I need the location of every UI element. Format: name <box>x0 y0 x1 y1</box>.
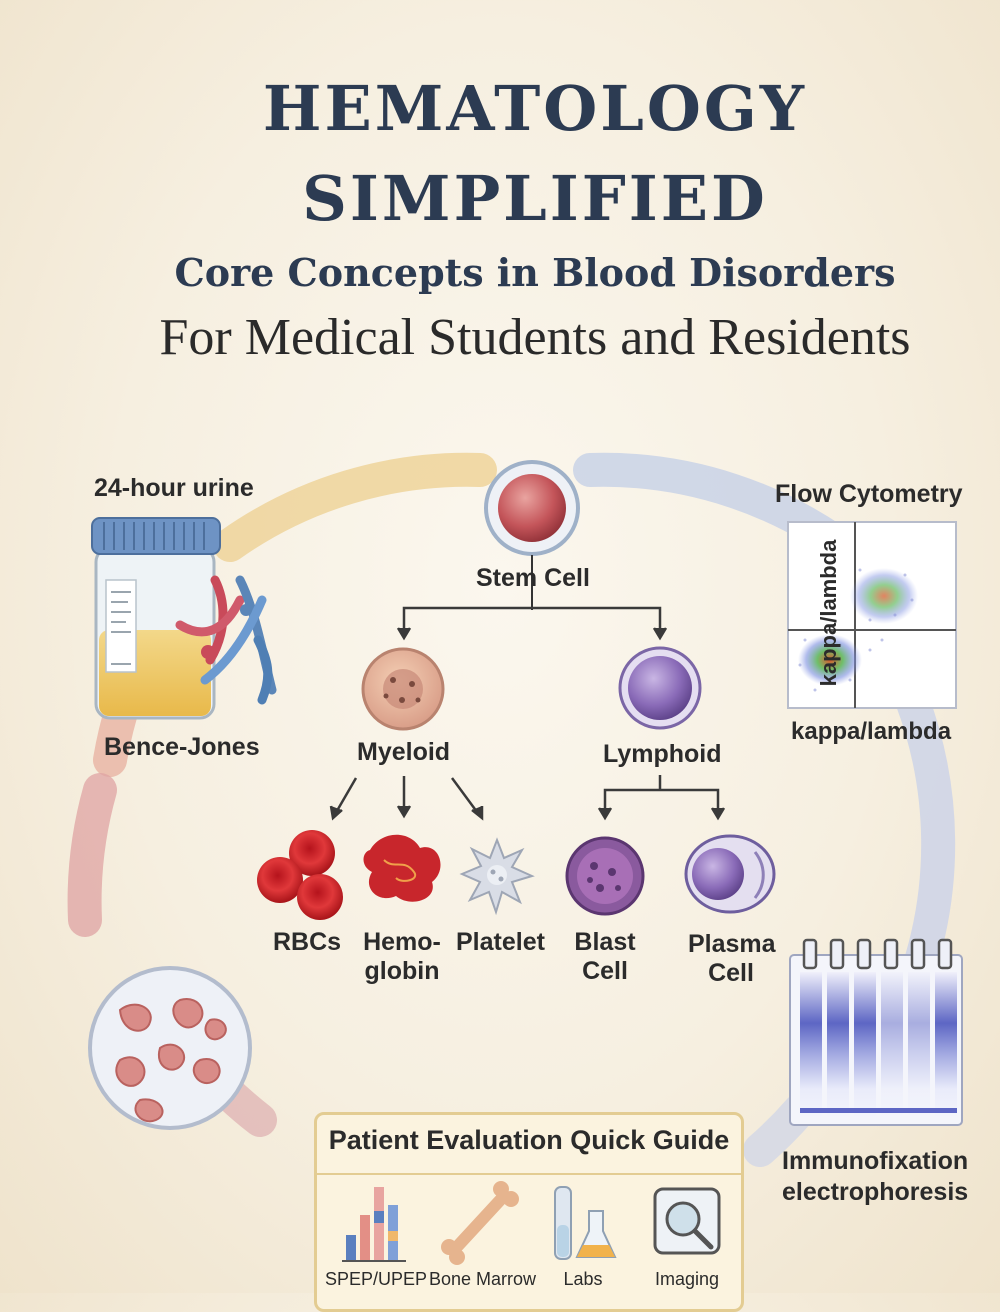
hemoglobin-label-line2: globin <box>364 957 440 985</box>
immunofixation-label: Immunofixation electrophoresis <box>782 1146 968 1208</box>
bone-icon <box>441 1181 519 1265</box>
title-line-2: SIMPLIFIED <box>302 162 768 235</box>
bence-jones-label: Bence-Jones <box>104 733 260 761</box>
guide-item-labs-label: Labs <box>563 1269 603 1289</box>
stem-cell-label: Stem Cell <box>476 564 590 592</box>
imaging-icon <box>653 1187 721 1255</box>
flow-y-axis-label: kappa/lambda <box>816 539 841 687</box>
rbcs-label: RBCs <box>273 928 342 956</box>
plasma-cell-icon <box>684 834 776 914</box>
hemoglobin-label-line1: Hemo- <box>363 928 441 956</box>
plasma-cell-label: Plasma Cell <box>688 930 776 988</box>
platelet-icon <box>459 837 535 916</box>
flask-icon <box>554 1186 617 1260</box>
rbc-icon <box>257 830 343 920</box>
stem-cell-icon <box>484 460 580 610</box>
quick-guide-title: Patient Evaluation Quick Guide <box>328 1125 730 1155</box>
antibody-icon <box>175 575 277 705</box>
urine-label: 24-hour urine <box>94 474 254 502</box>
guide-item-labs: Labs <box>533 1181 633 1290</box>
audience: For Medical Students and Residents <box>159 309 911 366</box>
hemoglobin-label: Hemo- globin <box>362 928 442 986</box>
myeloid-label: Myeloid <box>357 738 451 766</box>
lineage-tree <box>329 606 726 821</box>
guide-item-spep-label: SPEP/UPEP <box>325 1269 428 1289</box>
quick-guide-panel: Patient Evaluation Quick Guide SPEP/UPEP… <box>314 1112 744 1312</box>
bar-chart-icon <box>342 1187 406 1262</box>
plasma-cell-label-line1: Plasma <box>688 930 776 958</box>
flow-x-axis-label: kappa/lambda <box>791 718 952 745</box>
guide-item-bone-marrow-label: Bone Marrow <box>429 1269 537 1289</box>
gel-icon <box>789 938 963 1126</box>
blast-cell-label-line2: Cell <box>582 957 628 985</box>
flow-cytometry-label: Flow Cytometry <box>775 480 963 508</box>
immunofixation-label-line2: electrophoresis <box>782 1178 969 1206</box>
blast-cell-label: Blast Cell <box>570 928 640 986</box>
lymphoid-cell-icon <box>618 646 702 730</box>
blast-cell-label-line1: Blast <box>574 928 636 956</box>
immunofixation-label-line1: Immunofixation <box>782 1147 969 1175</box>
myeloid-cell-icon <box>361 647 445 731</box>
plasma-cell-label-line2: Cell <box>708 959 754 987</box>
subtitle: Core Concepts in Blood Disorders <box>174 250 896 295</box>
guide-item-spep: SPEP/UPEP <box>325 1181 428 1290</box>
blast-cell-icon <box>565 836 645 916</box>
guide-item-imaging-label: Imaging <box>654 1269 720 1289</box>
platelet-label: Platelet <box>456 928 545 956</box>
title-line-1: HEMATOLOGY <box>262 72 808 145</box>
quick-guide-divider <box>317 1173 741 1175</box>
microscope-slide-icon <box>88 966 252 1130</box>
flow-plot-icon <box>787 521 957 709</box>
hemoglobin-icon <box>363 834 441 902</box>
urine-container-icon <box>91 517 221 720</box>
guide-item-bone-marrow: Bone Marrow <box>429 1181 537 1290</box>
lymphoid-label: Lymphoid <box>603 740 722 768</box>
guide-item-imaging: Imaging <box>637 1181 737 1290</box>
